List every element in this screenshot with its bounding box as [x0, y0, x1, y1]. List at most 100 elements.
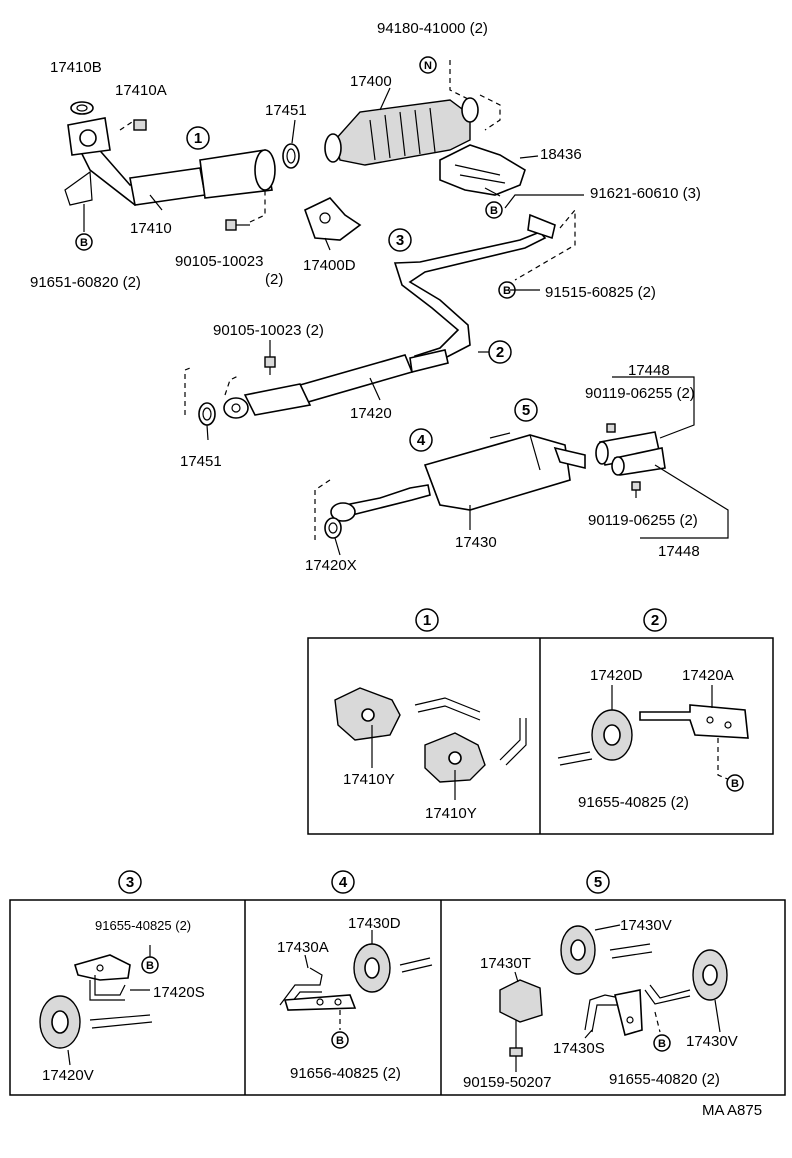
- label-17420a: 17420A: [682, 667, 734, 684]
- label-17448-lower: 17448: [658, 543, 700, 560]
- marker-5-detail: 5: [586, 870, 610, 894]
- leader-17430v-a: [594, 924, 621, 931]
- gasket-17451-lower: [198, 402, 216, 426]
- bolt-90105-lower: [264, 356, 276, 375]
- label-17400: 17400: [350, 73, 392, 90]
- hanger-rod-3: [89, 1014, 153, 1029]
- heat-shield-18436: [439, 144, 526, 196]
- leader-17420x: [334, 537, 341, 556]
- bolt-90159: [509, 1020, 523, 1057]
- marker-b-d4: B: [331, 1031, 349, 1049]
- nut-17410a: [133, 119, 147, 131]
- leader-17451-lower: [206, 424, 209, 441]
- leader-91621: [504, 194, 584, 209]
- label-17410: 17410: [130, 220, 172, 237]
- label-17430d: 17430D: [348, 915, 401, 932]
- svg-text:B: B: [658, 1038, 666, 1050]
- detail-box-1-2: [307, 637, 774, 835]
- bolt-90105-upper: [225, 219, 250, 231]
- center-pipe-dash-b: [184, 367, 191, 415]
- label-17420s: 17420S: [153, 984, 205, 1001]
- svg-text:4: 4: [417, 432, 426, 449]
- gasket-17451-upper: [282, 143, 300, 169]
- mount-block-17430t: [499, 979, 543, 1023]
- label-18436: 18436: [540, 146, 582, 163]
- leader-90105-upper: [249, 190, 266, 223]
- label-17410y-b: 17410Y: [425, 805, 477, 822]
- label-17420: 17420: [350, 405, 392, 422]
- svg-text:B: B: [731, 778, 739, 790]
- rubber-mount-17430v-b: [692, 949, 728, 1001]
- label-91655-d3: 91655-40825 (2): [95, 918, 191, 933]
- label-17448-upper: 17448: [628, 362, 670, 379]
- rubber-mount-17420d: [591, 709, 633, 761]
- leader-17448-lower: [640, 464, 729, 539]
- label-17451-lower: 17451: [180, 453, 222, 470]
- rubber-mount-17430d: [353, 943, 391, 993]
- svg-text:3: 3: [126, 874, 134, 891]
- label-17430v-b: 17430V: [686, 1033, 738, 1050]
- marker-4-detail: 4: [331, 870, 355, 894]
- detail-box-3-4-5: [9, 899, 786, 1096]
- label-17430: 17430: [455, 534, 497, 551]
- reference-code: MA A875: [702, 1102, 762, 1119]
- label-90105-lower: 90105-10023 (2): [213, 322, 324, 339]
- hanger-17430a: [279, 967, 357, 1011]
- marker-2-detail: 2: [643, 608, 667, 632]
- label-17430t: 17430T: [480, 955, 531, 972]
- leader-91655-d5: [654, 1011, 661, 1033]
- bolt-90119-upper: [606, 423, 616, 433]
- svg-text:B: B: [490, 205, 498, 217]
- label-17410a: 17410A: [115, 82, 167, 99]
- hanger-17420s: [74, 954, 131, 1001]
- label-17420x: 17420X: [305, 557, 357, 574]
- muffler-dash: [314, 479, 331, 540]
- muffler-17430: [330, 434, 586, 522]
- catalytic-converter-17400: [324, 97, 479, 166]
- leader-17400: [379, 87, 391, 111]
- gasket-17410b: [70, 101, 94, 115]
- svg-text:5: 5: [594, 874, 602, 891]
- hanger-rod-1a: [414, 697, 481, 721]
- label-90159: 90159-50207: [463, 1074, 551, 1091]
- hanger-rod-4: [399, 957, 433, 973]
- svg-text:4: 4: [339, 874, 348, 891]
- label-17430a: 17430A: [277, 939, 329, 956]
- label-17400d: 17400D: [303, 257, 356, 274]
- tailpipe-17448: [595, 431, 666, 476]
- svg-text:B: B: [146, 960, 154, 972]
- leader-17430t: [514, 971, 519, 983]
- marker-3-main: 3: [388, 228, 412, 252]
- label-17410y-a: 17410Y: [343, 771, 395, 788]
- hanger-bracket-17420a: [639, 704, 749, 739]
- hanger-17430s: [584, 989, 643, 1037]
- center-pipe-dash-a: [514, 208, 576, 281]
- marker-4-main: 4: [409, 428, 433, 452]
- marker-b-d2: B: [726, 774, 744, 792]
- center-pipe-dash-c: [224, 374, 241, 396]
- center-exhaust-pipe-17420: [223, 213, 556, 419]
- leader-marker-5: [489, 432, 511, 439]
- label-91655-d5: 91655-40820 (2): [609, 1071, 720, 1088]
- leader-91655-d2: [717, 738, 731, 781]
- hanger-rod-5a: [609, 943, 653, 959]
- label-90119-upper: 90119-06255 (2): [585, 385, 695, 402]
- label-17410b: 17410B: [50, 59, 102, 76]
- label-91655-d2: 91655-40825 (2): [578, 794, 689, 811]
- leader-17451-upper: [291, 119, 296, 144]
- marker-b-d5: B: [653, 1034, 671, 1052]
- leader-17400d: [324, 237, 331, 251]
- svg-text:N: N: [424, 60, 432, 72]
- marker-b-d3: B: [141, 956, 159, 974]
- label-90105-upper-qty: (2): [265, 271, 283, 288]
- leader-17430v-b: [714, 999, 721, 1033]
- marker-b-91651: B: [75, 233, 93, 251]
- svg-text:1: 1: [423, 612, 431, 629]
- svg-text:3: 3: [396, 232, 404, 249]
- svg-text:1: 1: [194, 130, 202, 147]
- marker-2-main: 2: [488, 340, 512, 364]
- label-90119-lower: 90119-06255 (2): [588, 512, 698, 529]
- marker-b-91621: B: [485, 201, 503, 219]
- hanger-rod-1b: [499, 718, 527, 766]
